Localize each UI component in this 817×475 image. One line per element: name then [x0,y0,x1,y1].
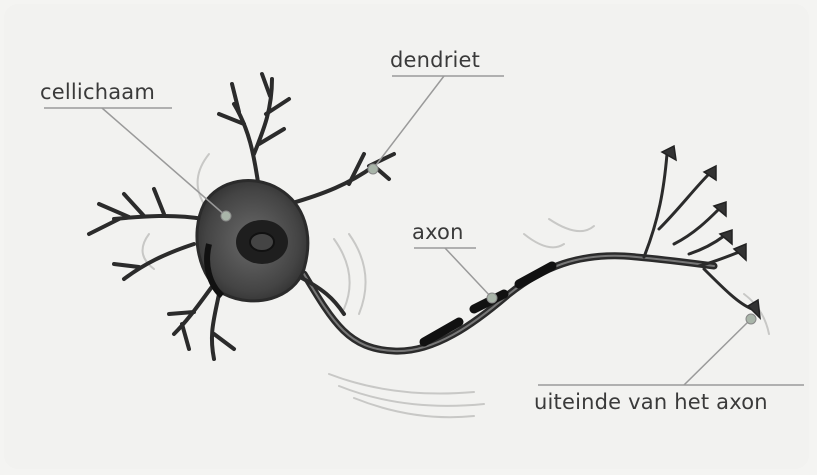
cell-body-label: cellichaam [40,82,155,103]
dendrite-label: dendriet [390,50,480,71]
axon-terminal-knobs [662,146,760,318]
diagram-canvas: cellichaam dendriet axon uiteinde van he… [4,4,809,469]
dendrite-marker [368,164,378,174]
cell-body-shape [197,181,308,301]
cell-body-marker [221,211,231,221]
axon-terminal-label: uiteinde van het axon [534,392,768,413]
axon-terminal-branches [644,154,752,309]
axon-marker [487,293,497,303]
axon-terminal-marker [746,314,756,324]
axon-label: axon [412,222,464,243]
